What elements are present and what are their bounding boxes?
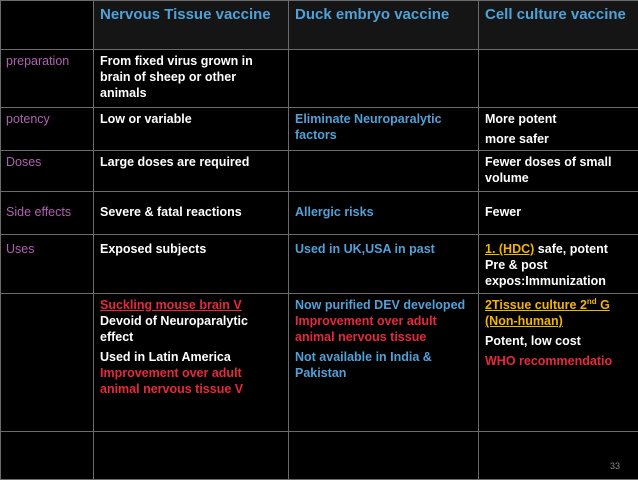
notes-cell-line-1: 2Tissue culture 2nd G (485, 297, 632, 313)
notes-nervous-line-1: Suckling mouse brain V (100, 297, 282, 313)
label-preparation: preparation (1, 50, 94, 108)
cell-side-effects-cell: Fewer (479, 192, 638, 235)
row-doses: Doses Large doses are required Fewer dos… (1, 151, 638, 192)
cell-preparation-cell (479, 50, 638, 108)
cell-preparation-duck (289, 50, 479, 108)
cell-notes-duck: Now purified DEV developed Improvement o… (289, 294, 479, 432)
notes-duck-line-3: Not available in India & Pakistan (295, 349, 472, 381)
row-notes: Suckling mouse brain V Devoid of Neuropa… (1, 294, 638, 432)
cell-potency-nervous: Low or variable (94, 108, 289, 151)
uses-cell-line-2: Pre & post (485, 257, 632, 273)
label-potency: potency (1, 108, 94, 151)
cell-empty-4 (479, 432, 638, 480)
label-uses: Uses (1, 235, 94, 294)
notes-nervous-line-2: Devoid of Neuroparalytic effect (100, 313, 282, 345)
header-cell-culture: Cell culture vaccine (479, 1, 638, 50)
label-doses: Doses (1, 151, 94, 192)
page-number: 33 (610, 461, 620, 471)
cell-notes-cell: 2Tissue culture 2nd G (Non-human) Potent… (479, 294, 638, 432)
cell-potency-cell: More potent more safer (479, 108, 638, 151)
row-preparation: preparation From fixed virus grown in br… (1, 50, 638, 108)
cell-uses-cell: 1. (HDC) safe, potent Pre & post expos:I… (479, 235, 638, 294)
notes-cell-line-3: Potent, low cost (485, 333, 632, 349)
cell-side-effects-nervous: Severe & fatal reactions (94, 192, 289, 235)
notes-cell-line-4: WHO recommendatio (485, 353, 632, 369)
header-corner-cell (1, 1, 94, 50)
label-notes (1, 294, 94, 432)
row-potency: potency Low or variable Eliminate Neurop… (1, 108, 638, 151)
cell-empty-3 (289, 432, 479, 480)
cell-empty-2 (94, 432, 289, 480)
cell-side-effects-duck: Allergic risks (289, 192, 479, 235)
notes-nervous-line-4: Improvement over adult animal nervous ti… (100, 365, 282, 397)
notes-duck-line-2: Improvement over adult animal nervous ti… (295, 313, 472, 345)
notes-cell-line-2: (Non-human) (485, 313, 632, 329)
uses-cell-highlight: 1. (HDC) (485, 242, 534, 256)
row-side-effects: Side effects Severe & fatal reactions Al… (1, 192, 638, 235)
cell-notes-nervous: Suckling mouse brain V Devoid of Neuropa… (94, 294, 289, 432)
potency-cell-line-2: more safer (485, 131, 632, 147)
notes-nervous-line-3: Used in Latin America (100, 349, 282, 365)
header-row: Nervous Tissue vaccine Duck embryo vacci… (1, 1, 638, 50)
row-empty (1, 432, 638, 480)
label-side-effects: Side effects (1, 192, 94, 235)
cell-empty-1 (1, 432, 94, 480)
notes-duck-line-1: Now purified DEV developed (295, 297, 472, 313)
cell-doses-cell: Fewer doses of small volume (479, 151, 638, 192)
cell-preparation-nervous: From fixed virus grown in brain of sheep… (94, 50, 289, 108)
header-duck-embryo: Duck embryo vaccine (289, 1, 479, 50)
potency-cell-line-1: More potent (485, 111, 632, 127)
header-nervous-tissue: Nervous Tissue vaccine (94, 1, 289, 50)
cell-doses-nervous: Large doses are required (94, 151, 289, 192)
uses-cell-line-3: expos:Immunization (485, 273, 632, 289)
uses-cell-rest: safe, potent (534, 242, 608, 256)
cell-uses-nervous: Exposed subjects (94, 235, 289, 294)
row-uses: Uses Exposed subjects Used in UK,USA in … (1, 235, 638, 294)
cell-uses-duck: Used in UK,USA in past (289, 235, 479, 294)
cell-doses-duck (289, 151, 479, 192)
cell-potency-duck: Eliminate Neuroparalytic factors (289, 108, 479, 151)
